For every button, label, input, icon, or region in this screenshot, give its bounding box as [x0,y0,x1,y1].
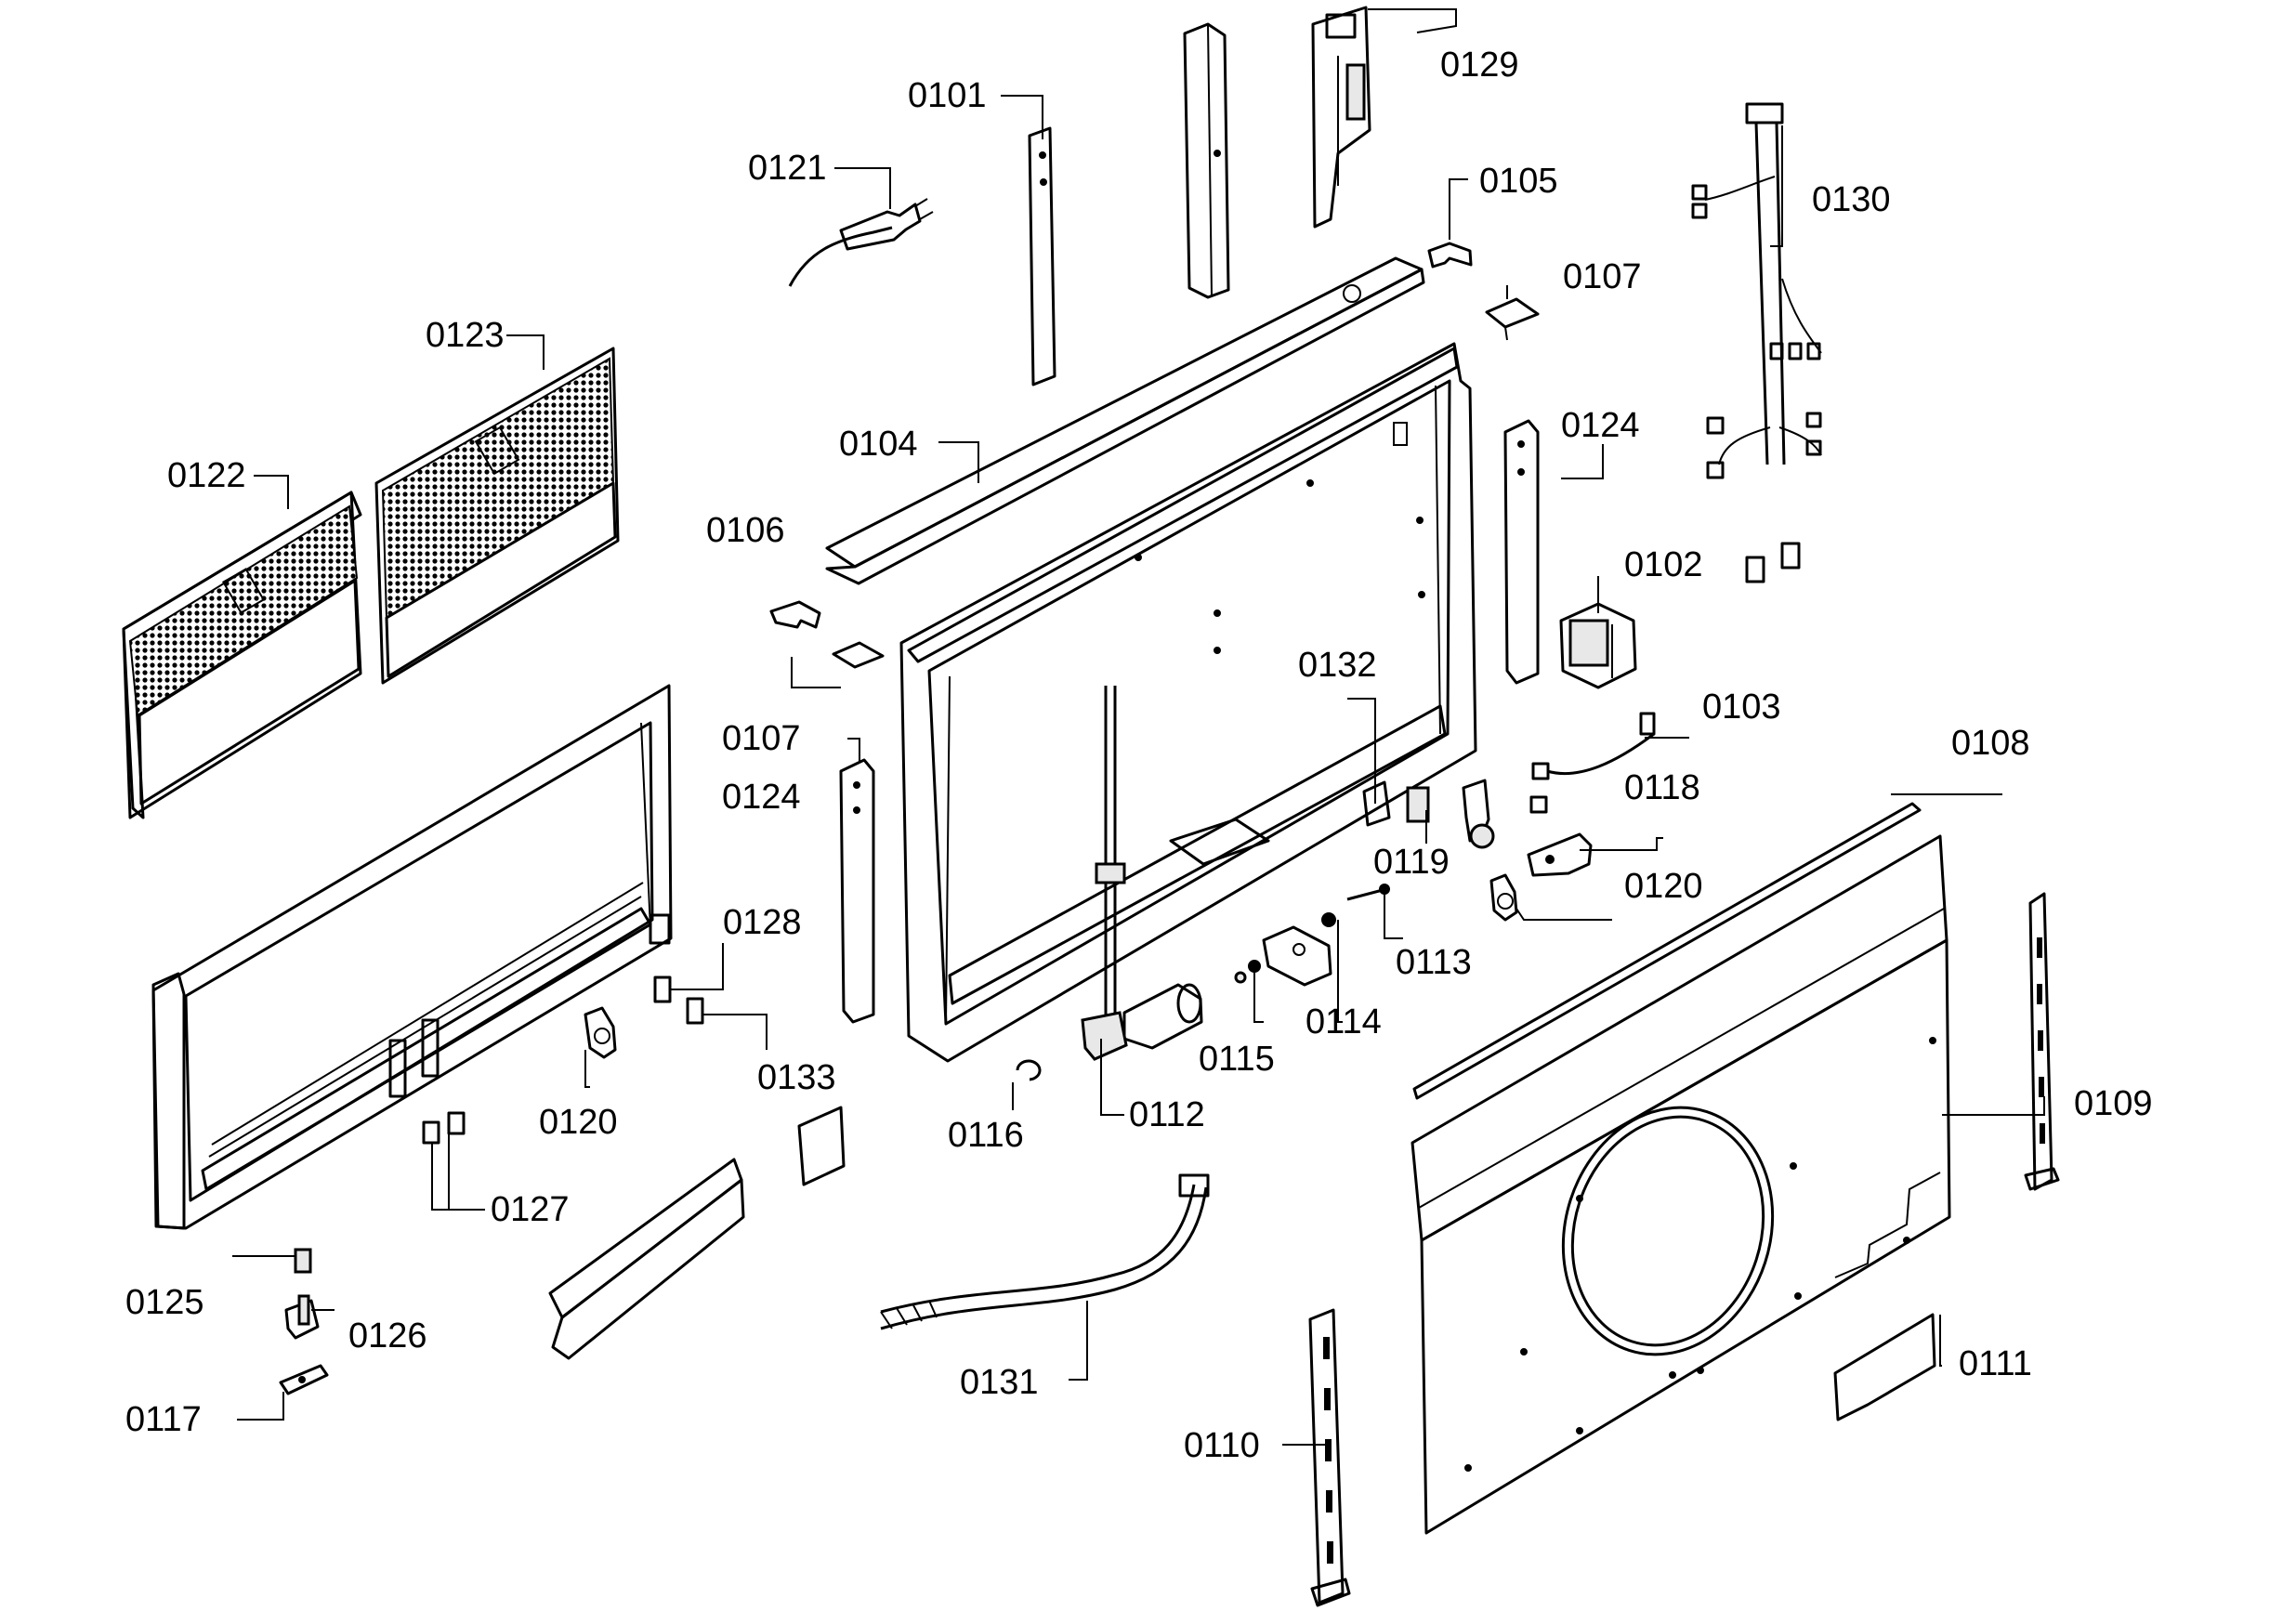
part-0121-power-cord [788,198,934,287]
callout-0105: 0105 [1479,162,1558,201]
part-lower-front-trim [548,1158,745,1360]
callout-0112: 0112 [1129,1095,1205,1134]
callout-0109: 0109 [2074,1084,2153,1123]
callout-0101: 0101 [908,76,987,115]
callout-0124-left: 0124 [722,778,801,817]
callout-0102: 0102 [1624,545,1703,584]
part-0106-clip [769,600,821,629]
callout-0130: 0130 [1812,180,1891,219]
part-0128-clip [653,976,672,1003]
callout-0126: 0126 [348,1316,427,1356]
part-0113-screw [1346,884,1390,901]
part-0124-trim-right [1503,419,1540,685]
callout-0132: 0132 [1298,646,1377,685]
part-0114-motor-bracket [1262,912,1336,987]
part-0109-bracket [2024,892,2060,1191]
part-0118-bracket [1527,832,1593,877]
part-0112-motor [1081,686,1203,1061]
callout-0120-right: 0120 [1624,867,1703,906]
part-0131-cable [880,1173,1210,1330]
part-0125-spring-clip [294,1248,312,1274]
part-0115-nut [1234,960,1261,984]
callout-0103: 0103 [1702,688,1781,727]
callout-0133: 0133 [757,1058,836,1097]
callout-0116: 0116 [948,1116,1024,1155]
callout-0120-left: 0120 [539,1103,618,1142]
callout-0108: 0108 [1951,724,2030,763]
part-0107-plate-lower [832,641,885,669]
part-0126-latch [284,1294,320,1340]
callout-0107-upper: 0107 [1563,257,1642,296]
part-0117-plate [279,1364,329,1395]
callout-0113: 0113 [1396,943,1472,982]
part-0108-rail [1412,802,1922,1100]
part-0101-channel [1028,126,1056,386]
part-0129-control-bracket [1311,6,1371,229]
part-0123-grease-filter [374,347,620,685]
callout-0131: 0131 [960,1363,1039,1402]
callout-0123: 0123 [426,316,505,355]
leader-lines [232,8,2045,1446]
part-0104-trim-rail [825,256,1425,585]
part-0116-ring-clip [1016,1059,1042,1081]
part-0111-plate [1833,1313,1936,1421]
callout-0124-right: 0124 [1561,406,1640,445]
part-vertical-channel-top [1183,22,1230,299]
part-bottom-panel [1410,834,1951,1535]
part-0103-wire-lead [1529,712,1656,814]
part-0132-bracket [1362,780,1430,827]
part-front-frame [151,684,673,1230]
callout-0114: 0114 [1306,1002,1382,1041]
callout-0118: 0118 [1624,768,1700,807]
part-0110-bracket [1308,1308,1351,1607]
part-0102-transformer [1559,602,1637,689]
callout-0115: 0115 [1199,1040,1275,1079]
part-0130-wiring-harness [1691,102,1822,583]
callout-0122: 0122 [167,456,246,495]
part-cover-plate [797,1106,846,1186]
callout-0119: 0119 [1373,843,1450,882]
callout-0110: 0110 [1184,1426,1260,1465]
callout-0129: 0129 [1440,46,1519,85]
callout-0106: 0106 [706,511,785,550]
part-0120-clip-right [1489,873,1518,922]
callout-0128: 0128 [723,903,802,942]
callout-0125: 0125 [125,1283,204,1322]
callout-0111: 0111 [1959,1344,2032,1383]
callout-0121: 0121 [748,149,827,188]
callout-0107-lower: 0107 [722,719,801,758]
callout-0127: 0127 [491,1190,570,1229]
part-0120-clip-left [584,1006,617,1059]
callout-0104: 0104 [839,425,918,464]
part-0122-grease-filter [122,491,362,819]
part-0119-switch [1462,779,1495,849]
part-0133-clip [686,997,704,1025]
callout-0117: 0117 [125,1400,202,1439]
part-0107-plate-upper [1485,297,1540,341]
part-0124-trim-left [839,758,875,1024]
part-hood-body [899,342,1477,1063]
part-0127-clips [422,1111,466,1145]
